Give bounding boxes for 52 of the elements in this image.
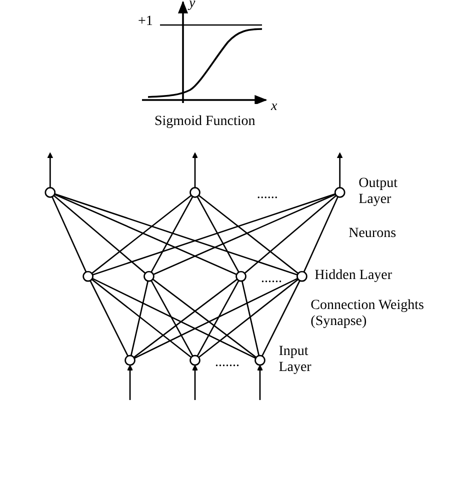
connector <box>261 280 300 356</box>
node-circle <box>296 270 308 282</box>
node-circle <box>82 270 94 282</box>
connector <box>303 196 339 272</box>
axis-label: y <box>189 0 196 12</box>
layer-label: Output Layer <box>358 176 398 208</box>
node-circle <box>254 354 266 366</box>
node-circle <box>44 187 56 198</box>
ellipsis-dots: ...... <box>256 187 278 204</box>
node-circle <box>124 354 136 366</box>
connector <box>130 280 149 356</box>
connector <box>152 278 257 358</box>
ellipsis-dots: ....... <box>214 355 240 372</box>
text-label: Neurons <box>348 226 396 242</box>
connector <box>54 193 298 276</box>
plot-caption: Sigmoid Function <box>154 114 256 130</box>
connector <box>133 278 238 358</box>
connector <box>91 278 192 358</box>
layer-label: Input Layer <box>278 344 312 376</box>
tick-label: +1 <box>138 14 153 30</box>
layer-label: Hidden Layer <box>314 268 392 284</box>
connector <box>198 194 299 274</box>
arrow <box>127 364 133 400</box>
connector <box>91 194 192 274</box>
connector <box>241 280 260 356</box>
node-circle <box>334 187 346 198</box>
node-circle <box>236 270 246 282</box>
arrow <box>192 364 198 400</box>
node-circle <box>144 270 154 282</box>
connector <box>54 194 237 276</box>
arrow <box>47 152 54 188</box>
node-circle <box>190 187 200 198</box>
connector <box>153 194 336 276</box>
connector <box>150 196 194 273</box>
axis-label: x <box>271 99 278 115</box>
connector <box>196 280 240 356</box>
connector <box>90 280 129 356</box>
arrow <box>336 152 343 188</box>
node-circle <box>190 354 200 366</box>
arrow <box>257 364 263 400</box>
arrow <box>192 152 198 188</box>
connector <box>198 278 299 358</box>
connector <box>53 194 146 274</box>
connector <box>92 193 336 276</box>
connector <box>196 196 240 273</box>
text-label: Connection Weights (Synapse) <box>310 298 425 330</box>
connector <box>51 196 87 272</box>
connector <box>134 278 298 359</box>
connector <box>244 194 337 274</box>
connector <box>92 278 256 359</box>
ellipsis-dots: ...... <box>260 271 282 288</box>
connector <box>150 280 194 356</box>
